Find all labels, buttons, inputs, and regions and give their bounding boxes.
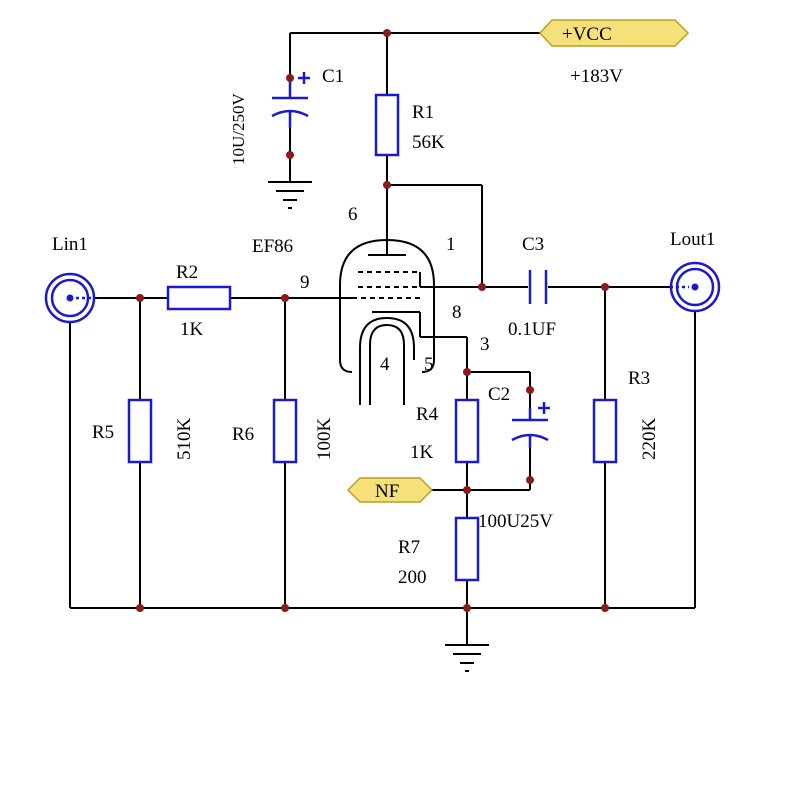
c1-ref-label: C1 bbox=[322, 66, 344, 87]
resistor-r7 bbox=[454, 516, 480, 582]
c2-ref-label: C2 bbox=[488, 384, 510, 405]
resistor-r4 bbox=[454, 398, 480, 464]
tube-name-label: EF86 bbox=[252, 236, 293, 257]
r6-ref-label: R6 bbox=[232, 424, 254, 445]
c3-ref-label: C3 bbox=[522, 234, 544, 255]
r1-value-label: 56K bbox=[412, 132, 445, 153]
ground-symbol-main bbox=[445, 644, 489, 672]
resistor-r2 bbox=[166, 285, 232, 311]
capacitor-c2 bbox=[511, 402, 550, 448]
r4-value-label: 1K bbox=[410, 442, 434, 463]
tube-pin-6-label: 6 bbox=[348, 204, 358, 225]
lout1-label: Lout1 bbox=[670, 229, 715, 250]
r1-ref-label: R1 bbox=[412, 102, 434, 123]
tube-pin-9-label: 9 bbox=[300, 272, 310, 293]
resistor-r1 bbox=[374, 93, 400, 157]
tube-pin-8-label: 8 bbox=[452, 302, 462, 323]
wires bbox=[69, 32, 696, 645]
output-connector-lout1[interactable] bbox=[669, 261, 721, 313]
tube-pin-4-label: 4 bbox=[380, 354, 390, 375]
input-connector-lin1[interactable] bbox=[44, 272, 96, 324]
r3-value-label: 220K bbox=[639, 418, 660, 461]
r7-value-label: 200 bbox=[398, 567, 427, 588]
r2-ref-label: R2 bbox=[176, 262, 198, 283]
resistor-r5 bbox=[127, 398, 153, 464]
supply-voltage-label: +183V bbox=[570, 66, 623, 87]
r7-ref-label: R7 bbox=[398, 537, 420, 558]
r4-ref-label: R4 bbox=[416, 404, 439, 425]
vcc-net-label: +VCC bbox=[562, 24, 612, 45]
r5-ref-label: R5 bbox=[92, 422, 114, 443]
c3-value-label: 0.1UF bbox=[508, 319, 556, 340]
nf-net-port: NF bbox=[346, 477, 434, 503]
tube-pin-1-label: 1 bbox=[446, 234, 456, 255]
r3-ref-label: R3 bbox=[628, 368, 650, 389]
vcc-net-port: +VCC bbox=[538, 19, 690, 47]
r5-value-label: 510K bbox=[174, 418, 195, 461]
junction-dots bbox=[136, 29, 609, 612]
tube-ef86-symbol bbox=[339, 238, 435, 405]
capacitor-c3 bbox=[528, 270, 548, 304]
r6-value-label: 100K bbox=[314, 418, 335, 461]
tube-pin-5-label: 5 bbox=[424, 354, 434, 375]
tube-pin-3-label: 3 bbox=[480, 334, 490, 355]
ground-symbol-c1 bbox=[268, 181, 312, 209]
resistor-r3 bbox=[592, 398, 618, 464]
resistor-r6 bbox=[272, 398, 298, 464]
nf-net-label: NF bbox=[375, 481, 399, 502]
lin1-label: Lin1 bbox=[52, 234, 88, 255]
c1-value-label: 10U/250V bbox=[229, 93, 248, 166]
r2-value-label: 1K bbox=[180, 319, 204, 340]
c2-value-label: 100U25V bbox=[478, 511, 553, 532]
